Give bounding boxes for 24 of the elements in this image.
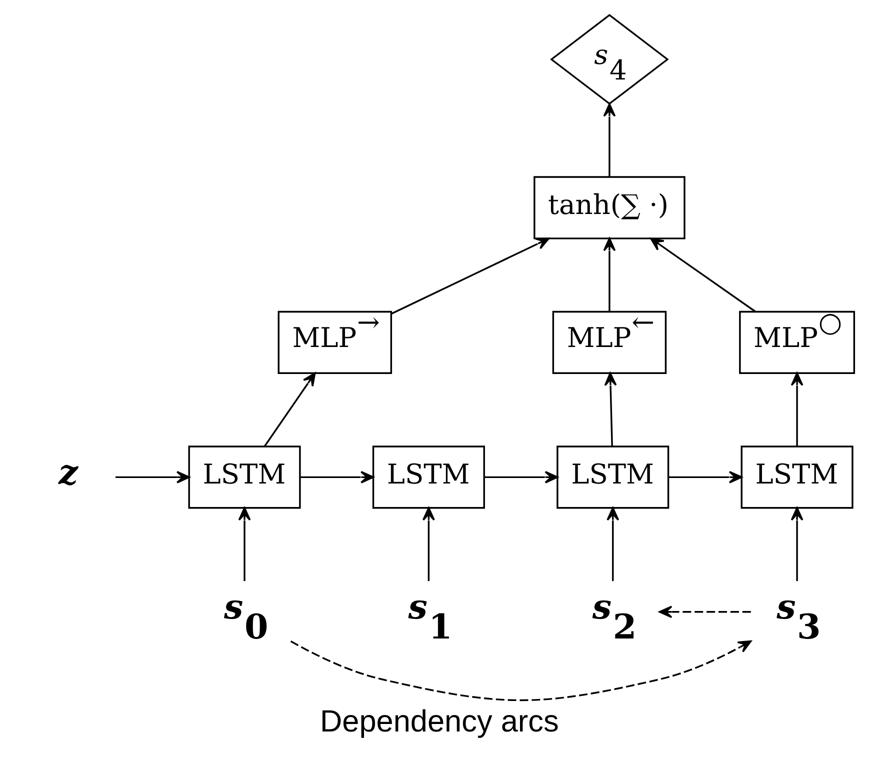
- node-box: LSTM: [372, 446, 484, 509]
- arrow: [484, 470, 558, 484]
- arrow: [115, 470, 190, 484]
- node-box: LSTM: [188, 446, 300, 509]
- arrow: [290, 640, 752, 702]
- arrow: [422, 507, 434, 582]
- node-text: z: [58, 453, 78, 493]
- arrow: [604, 372, 616, 446]
- arrow: [668, 470, 742, 484]
- arrow: [650, 238, 756, 312]
- arrow: [300, 470, 374, 484]
- arrow: [238, 507, 250, 582]
- arrow: [602, 238, 616, 312]
- node-box: tanh(∑ ·): [533, 176, 685, 240]
- node-box: LSTM: [740, 446, 853, 509]
- arrow: [606, 507, 619, 582]
- arrow: [790, 507, 803, 582]
- caption: Dependency arcs: [319, 704, 558, 739]
- arrow: [790, 372, 803, 446]
- arrow: [390, 238, 550, 314]
- arrow: [602, 103, 616, 177]
- arrow: [263, 372, 316, 447]
- node-box: LSTM: [556, 446, 669, 509]
- arrow: [658, 606, 750, 618]
